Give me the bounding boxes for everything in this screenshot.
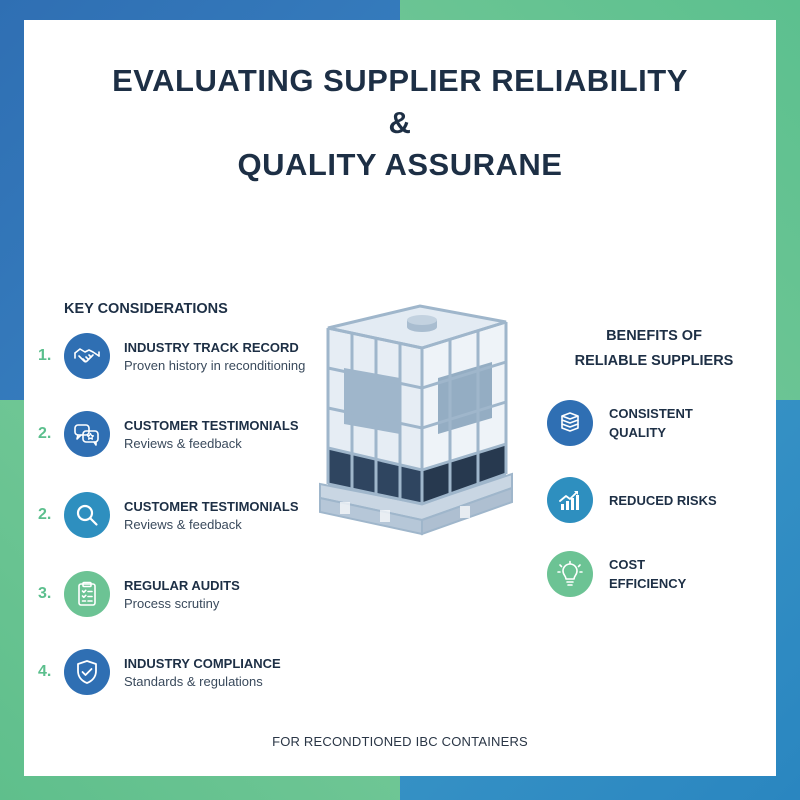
ibc-container-illustration — [319, 304, 513, 536]
item-number: 1. — [38, 347, 52, 364]
benefit-item: CONSISTENT QUALITY — [547, 400, 719, 446]
item-number: 3. — [38, 585, 52, 602]
item-number: 2. — [38, 425, 52, 442]
clipboard-icon — [64, 571, 110, 617]
benefits-heading: BENEFITS OF RELIABLE SUPPLIERS — [554, 324, 754, 374]
item-subtitle: Standards & regulations — [124, 673, 263, 689]
item-title: INDUSTRY COMPLIANCE — [124, 655, 281, 671]
consideration-item: 2. CUSTOMER TESTIMONIALS Reviews & feedb… — [38, 410, 299, 458]
infographic-card: EVALUATING SUPPLIER RELIABILITY & QUALIT… — [24, 20, 776, 776]
benefit-item: REDUCED RISKS — [547, 477, 719, 523]
item-title: CUSTOMER TESTIMONIALS — [124, 498, 299, 514]
consideration-item: 2. CUSTOMER TESTIMONIALS Reviews & feedb… — [38, 491, 299, 539]
item-number: 4. — [38, 663, 52, 680]
key-considerations-heading: KEY CONSIDERATIONS — [64, 301, 228, 317]
growth-chart-icon — [547, 477, 593, 523]
consideration-item: 1. INDUSTRY TRACK RECORD Proven history … — [38, 332, 305, 380]
benefits-heading-line-2: RELIABLE SUPPLIERS — [574, 353, 734, 369]
shield-check-icon — [64, 649, 110, 695]
handshake-icon — [64, 333, 110, 379]
benefits-heading-line-1: BENEFITS OF — [606, 328, 702, 344]
benefit-item: COST EFFICIENCY — [547, 551, 719, 597]
lightbulb-icon — [547, 551, 593, 597]
item-subtitle: Reviews & feedback — [124, 435, 242, 451]
item-subtitle: Process scrutiny — [124, 595, 220, 611]
item-title: REGULAR AUDITS — [124, 577, 240, 593]
benefit-label-line-1: REDUCED RISKS — [609, 492, 717, 508]
benefit-label-line-1: CONSISTENT — [609, 406, 693, 421]
stack-icon — [547, 400, 593, 446]
footer-caption: FOR RECONDTIONED IBC CONTAINERS — [272, 734, 528, 749]
benefit-label-line-2: QUALITY — [609, 425, 667, 440]
item-title: INDUSTRY TRACK RECORD — [124, 339, 299, 355]
item-subtitle: Reviews & feedback — [124, 516, 242, 532]
benefit-label-line-1: COST EFFICIENCY — [609, 557, 687, 591]
item-number: 2. — [38, 506, 52, 523]
consideration-item: 4. INDUSTRY COMPLIANCE Standards & regul… — [38, 648, 281, 696]
consideration-item: 3. REGULAR AUDITS Process scrutiny — [38, 570, 240, 618]
page-title: EVALUATING SUPPLIER RELIABILITY & QUALIT… — [24, 60, 776, 186]
title-line-2: & — [388, 105, 412, 140]
chat-bubbles-icon — [64, 411, 110, 457]
item-subtitle: Proven history in reconditioning — [124, 357, 306, 373]
title-line-3: QUALITY ASSURANE — [237, 147, 563, 182]
item-title: CUSTOMER TESTIMONIALS — [124, 417, 299, 433]
title-line-1: EVALUATING SUPPLIER RELIABILITY — [112, 63, 688, 98]
magnifier-icon — [64, 492, 110, 538]
